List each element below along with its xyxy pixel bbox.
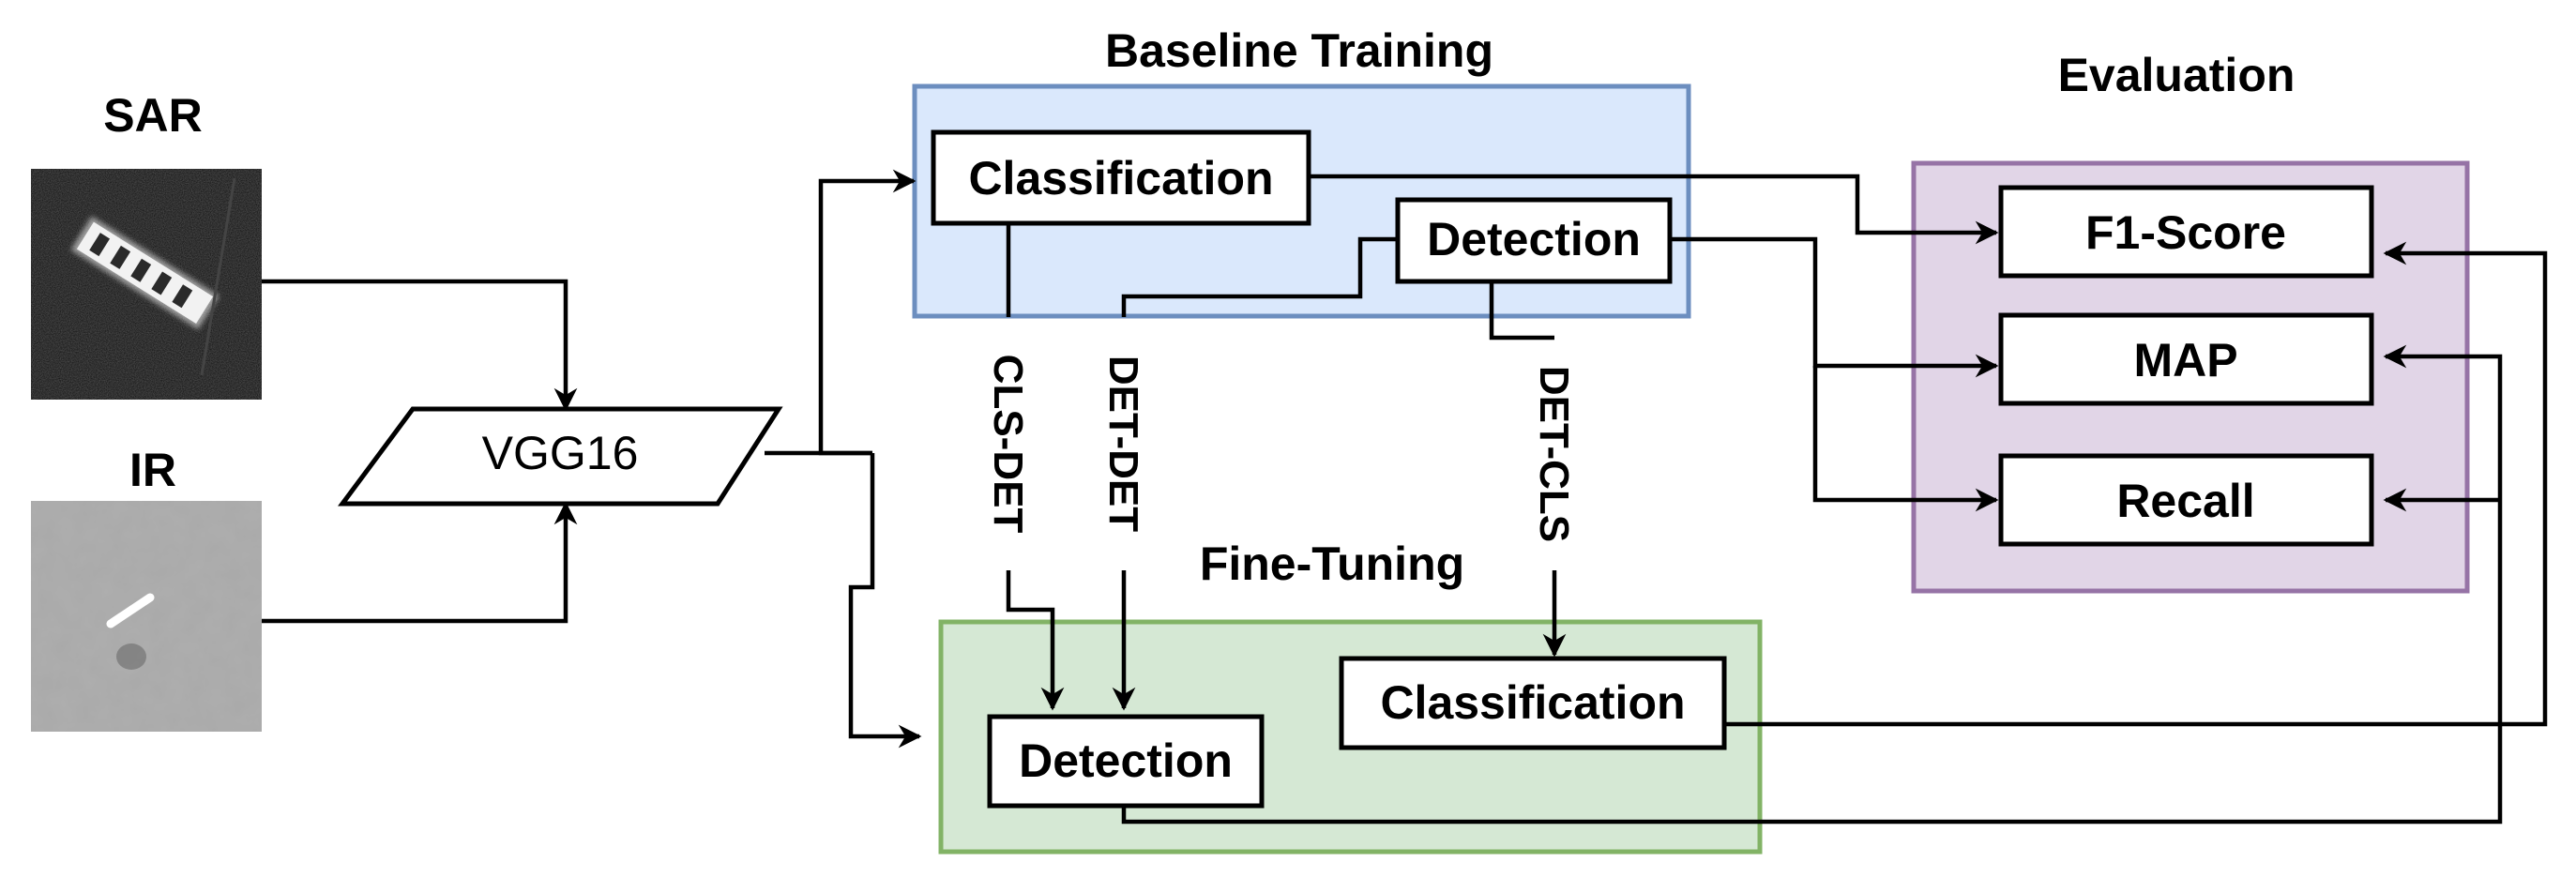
finetune-classification-label: Classification <box>1380 676 1685 729</box>
connectors <box>262 169 2548 825</box>
finetune-detection-node: Detection <box>987 714 1265 809</box>
finetune-detection-label: Detection <box>1019 734 1233 787</box>
ir-to-vgg-arrow <box>262 501 578 624</box>
cls-to-f1-arrow <box>1309 174 1999 245</box>
baseline-detection-node: Detection <box>1395 197 1673 284</box>
baseline-training-title: Baseline Training <box>1105 24 1493 77</box>
vgg-to-baseline-arrow <box>818 169 917 456</box>
vgg16-label: VGG16 <box>482 427 639 479</box>
sar-ship-image <box>31 169 262 400</box>
baseline-detection-label: Detection <box>1427 213 1641 265</box>
map-label: MAP <box>2133 334 2237 386</box>
baseline-classification-node: Classification <box>931 129 1311 226</box>
ir-ship-image <box>31 501 262 732</box>
cls-det-arrow <box>1006 570 1065 711</box>
ir-label: IR <box>129 444 176 496</box>
vgg16-node: VGG16 <box>338 406 783 507</box>
sar-to-vgg-arrow <box>262 279 578 412</box>
vgg-to-finetune-arrow <box>848 453 922 749</box>
fine-tuning-title: Fine-Tuning <box>1200 537 1464 590</box>
det-to-recall-arrow <box>1812 366 1999 512</box>
det-to-map-arrow <box>1670 236 1999 378</box>
ft-cls-to-f1-arrow <box>1724 241 2548 727</box>
ft-det-to-map-arrow <box>1121 344 2503 825</box>
det-det-label: DET-DET <box>1100 356 1146 532</box>
baseline-classification-label: Classification <box>968 152 1273 204</box>
sar-label: SAR <box>103 89 203 142</box>
finetune-classification-node: Classification <box>1339 656 1727 750</box>
det-det-line-top <box>1121 236 1398 317</box>
recall-label: Recall <box>2116 475 2254 527</box>
det-cls-label: DET-CLS <box>1531 366 1577 542</box>
f1-score-label: F1-Score <box>2085 206 2286 259</box>
cls-det-label: CLS-DET <box>985 355 1031 534</box>
recall-node: Recall <box>1998 453 2374 547</box>
det-cls-line-top <box>1489 281 1554 341</box>
map-node: MAP <box>1998 312 2374 406</box>
f1-score-node: F1-Score <box>1998 185 2374 279</box>
evaluation-title: Evaluation <box>2058 49 2296 101</box>
